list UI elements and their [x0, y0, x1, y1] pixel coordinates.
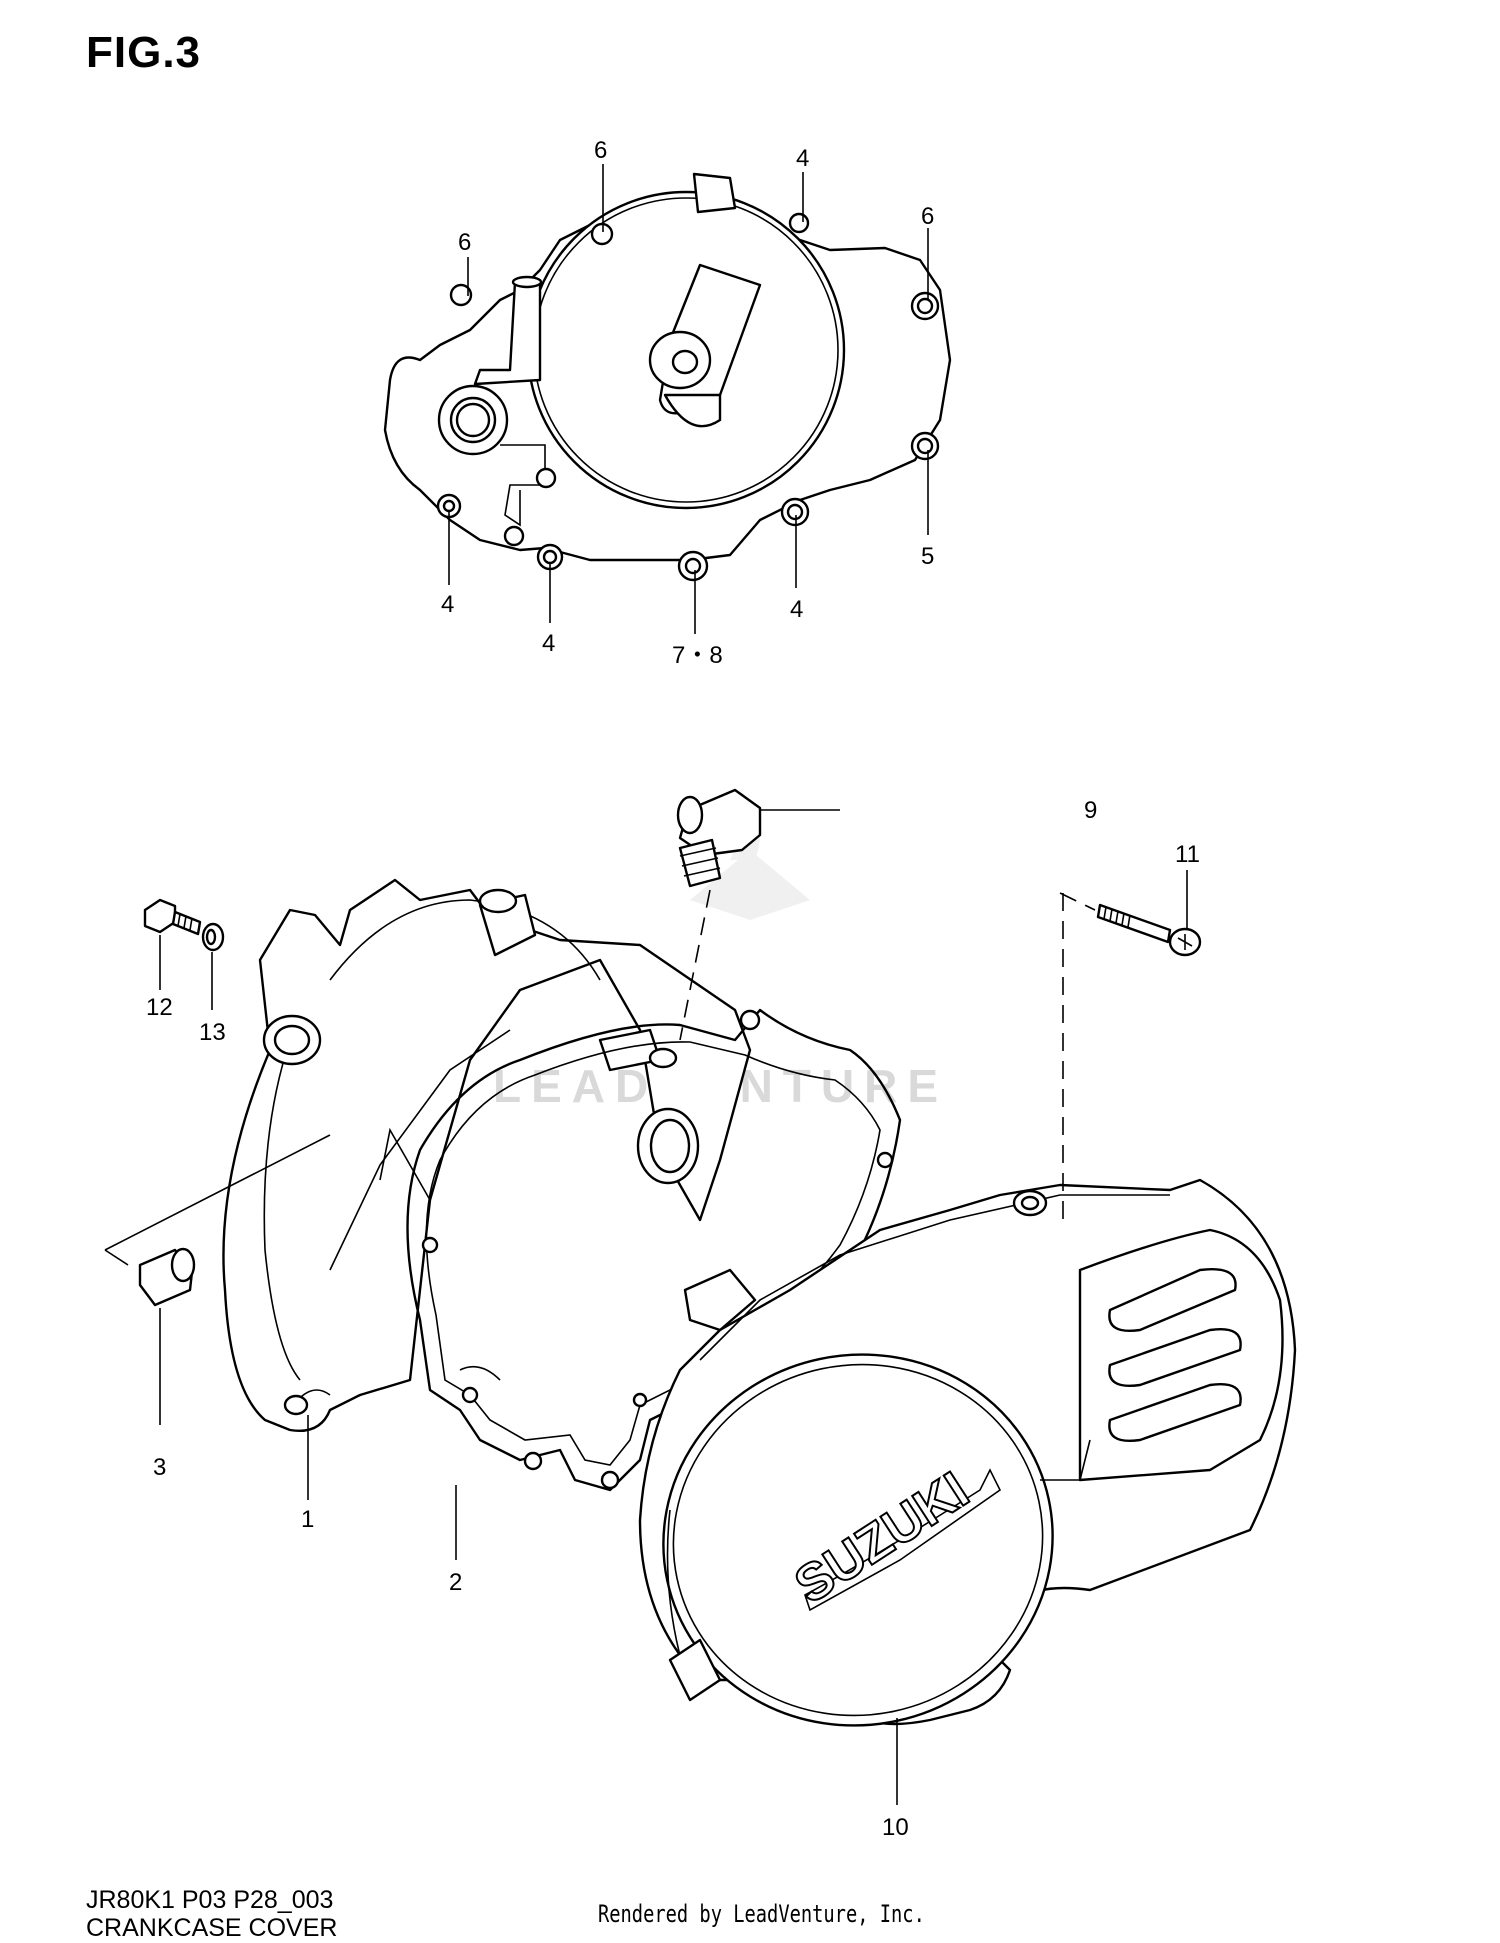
callout-6-right: 6: [921, 203, 934, 230]
model-code: JR80K1 P03 P28_003: [86, 1886, 334, 1914]
callout-1: 1: [301, 1506, 314, 1533]
callout-4-top: 4: [796, 145, 809, 172]
callout-6-left: 6: [458, 229, 471, 256]
callout-4-left-bottom: 4: [441, 591, 454, 618]
oil-plug-part-9: [676, 788, 762, 888]
bolt-part-11: [1096, 903, 1202, 957]
callout-11: 11: [1175, 841, 1200, 868]
callout-7-8: 7・8: [672, 642, 723, 669]
crankcase-cover-part-1: [222, 878, 752, 1432]
dowel-pin-part-3: [138, 1247, 196, 1307]
magneto-cover-part-10: [638, 1178, 1297, 1727]
callout-4-right-bottom: 4: [790, 596, 803, 623]
washer-part-13: [201, 922, 225, 952]
callout-4-center-bottom: 4: [542, 630, 555, 657]
callout-6-center: 6: [594, 137, 607, 164]
callout-12: 12: [146, 994, 173, 1021]
callout-10: 10: [882, 1814, 909, 1841]
callout-2: 2: [449, 1569, 462, 1596]
bolt-part-12: [143, 898, 202, 936]
callout-3: 3: [153, 1454, 166, 1481]
callout-13: 13: [199, 1019, 226, 1046]
top-cover-outline-view: [383, 172, 952, 582]
callout-5: 5: [921, 543, 934, 570]
top-leader-lines: [448, 164, 929, 634]
section-name: CRANKCASE COVER: [86, 1914, 338, 1942]
callout-9: 9: [1084, 797, 1097, 824]
figure-title: FIG.3: [86, 28, 202, 77]
rendered-by-credit: Rendered by LeadVenture, Inc.: [598, 1900, 925, 1928]
